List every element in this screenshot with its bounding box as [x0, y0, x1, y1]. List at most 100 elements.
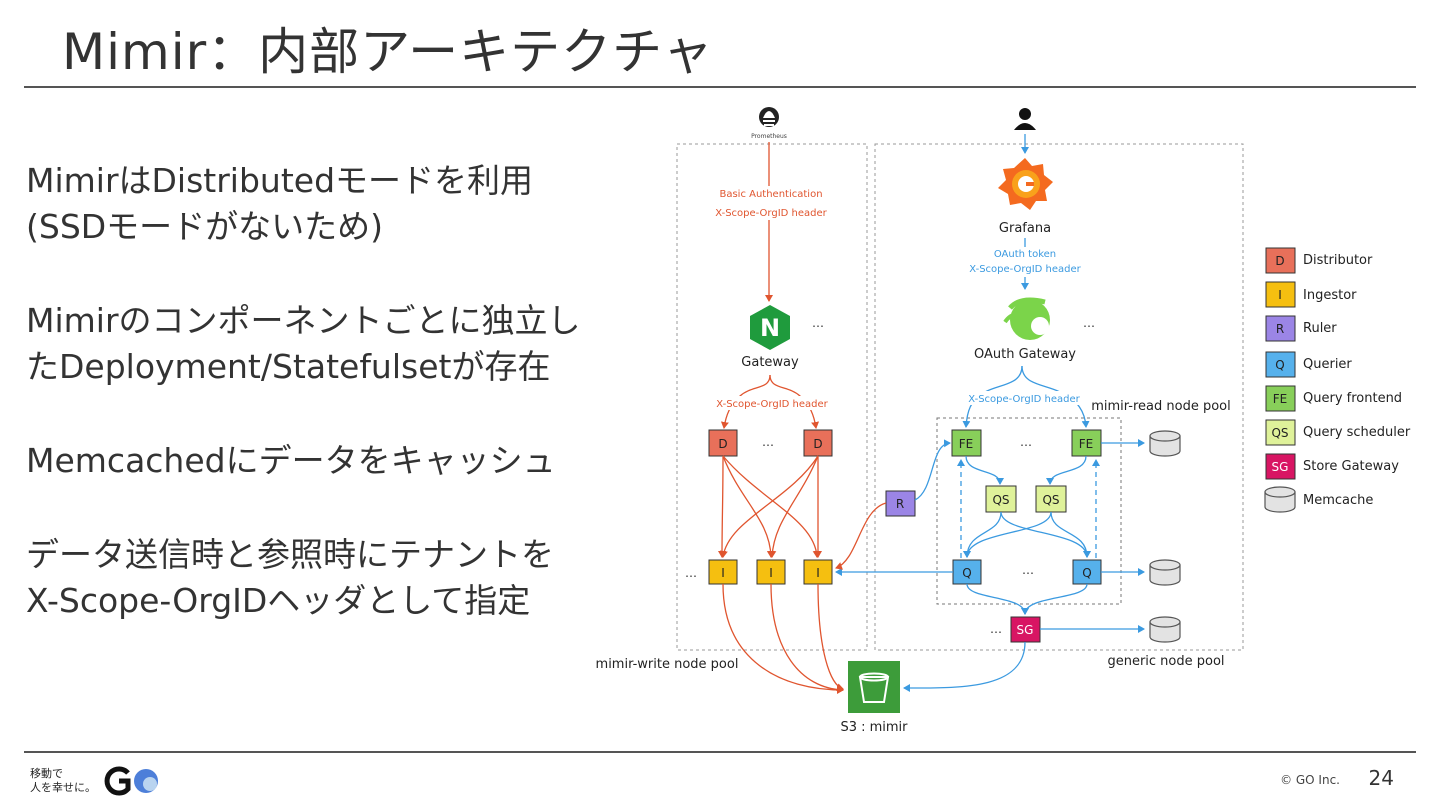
frontend-node-label: FE: [1079, 437, 1093, 451]
legend-label: Ruler: [1303, 321, 1337, 336]
user-icon: [1014, 108, 1036, 130]
bullet-item: MimirはDistributedモードを利用 (SSDモードがないため): [26, 158, 656, 250]
go-logo: 移動で 人を幸せに。: [30, 764, 164, 798]
s3-label: S3 : mimir: [840, 720, 908, 735]
ruler-node: [885, 490, 916, 517]
store-gateway-node-label: SG: [1017, 623, 1034, 637]
legend-swatch-ruler: [1265, 315, 1296, 342]
legend-label: Query frontend: [1303, 391, 1402, 406]
ingestor-node: [756, 559, 786, 585]
svg-text:D: D: [1275, 254, 1284, 268]
write-edge-label: X-Scope-OrgID header: [715, 208, 827, 219]
legend-label: Querier: [1303, 357, 1352, 372]
s3-bucket-icon: [848, 661, 900, 713]
read-pool-boundary: [936, 417, 1122, 605]
ruler-to-ingestor-edge: [835, 502, 887, 570]
svg-text:R: R: [1276, 322, 1284, 336]
ingestor-node: [708, 559, 738, 585]
scheduler-node-label: QS: [1042, 493, 1059, 507]
ingestor-node: [803, 559, 833, 585]
prometheus-label: Prometheus: [751, 133, 787, 140]
nginx-icon: N: [750, 305, 790, 350]
legend-label: Ingestor: [1303, 288, 1357, 303]
footer-divider: [24, 751, 1416, 753]
page-title: Mimir：内部アーキテクチャ: [62, 23, 714, 81]
oauth-gateway-label: OAuth Gateway: [974, 347, 1076, 362]
bullet-line: X-Scope-OrgIDヘッダとして指定: [26, 581, 531, 620]
memcache-icon: [1149, 616, 1181, 643]
svg-text:I: I: [1278, 288, 1282, 302]
ruler-node-label: R: [896, 497, 904, 511]
legend-swatch-scheduler: [1265, 419, 1296, 446]
legend-label: Query scheduler: [1303, 425, 1411, 440]
bullet-item: データ送信時と参照時にテナントを X-Scope-OrgIDヘッダとして指定: [26, 532, 656, 624]
read-edge-label: X-Scope-OrgID header: [969, 264, 1081, 275]
generic-pool-label: generic node pool: [1107, 654, 1224, 669]
distributor-node-label: D: [813, 437, 822, 451]
scheduler-to-querier-edges: [963, 511, 1091, 558]
bullet-line: MimirはDistributedモードを利用: [26, 161, 534, 200]
memcache-icon: [1149, 559, 1181, 586]
oauth-out-label: X-Scope-OrgID header: [968, 394, 1080, 405]
querier-to-store-gateway-edges: [966, 583, 1088, 615]
ingestor-to-s3-edges: [722, 583, 844, 694]
legend-swatch-store-gateway: [1265, 453, 1296, 480]
ellipsis: …: [812, 316, 824, 330]
ellipsis: …: [685, 566, 697, 580]
bullet-item: Mimirのコンポーネントごとに独立し たDeployment/Stateful…: [26, 298, 656, 390]
querier-node-label: Q: [962, 566, 971, 580]
legend-swatch-querier: [1265, 351, 1296, 378]
legend-swatch-ingestor: [1265, 281, 1296, 308]
ingestor-node-label: I: [721, 566, 725, 580]
memcache-icon: [1149, 430, 1181, 457]
read-pool-label: mimir-read node pool: [1091, 399, 1231, 414]
grafana-label: Grafana: [999, 221, 1051, 236]
ellipsis: …: [1020, 435, 1032, 449]
svg-text:Q: Q: [1275, 358, 1284, 372]
legend-label: Memcache: [1303, 493, 1373, 508]
read-edge-label: OAuth token: [994, 249, 1056, 260]
legend-swatch-distributor: [1265, 247, 1296, 274]
prometheus-icon: [759, 107, 779, 127]
ruler-to-frontend-edge: [914, 439, 951, 501]
distributor-node-label: D: [718, 437, 727, 451]
copyright: © GO Inc.: [1280, 773, 1340, 787]
querier-node-label: Q: [1082, 566, 1091, 580]
go-logo-icon: [104, 766, 158, 796]
legend-memcache-icon: [1264, 486, 1296, 513]
distributor-node: [708, 429, 738, 457]
gateway-out-label: X-Scope-OrgID header: [716, 399, 828, 410]
ellipsis: …: [1022, 563, 1034, 577]
slogan: 移動で 人を幸せに。: [30, 767, 96, 794]
bullet-line: たDeployment/Statefulsetが存在: [26, 347, 551, 386]
frontend-node: [951, 429, 982, 457]
bullet-line: Mimirのコンポーネントごとに独立し: [26, 301, 581, 340]
oauth-gateway-icon: [1003, 297, 1050, 340]
scheduler-node-label: QS: [992, 493, 1009, 507]
frontend-node: [1071, 429, 1102, 457]
svg-text:N: N: [760, 314, 780, 342]
bullet-line: データ送信時と参照時にテナントを: [26, 535, 554, 574]
svg-text:QS: QS: [1271, 426, 1288, 440]
title-divider: [24, 86, 1416, 88]
grafana-icon: [998, 158, 1053, 210]
frontend-to-scheduler-edges: [965, 455, 1087, 485]
scheduler-node: [985, 485, 1017, 513]
svg-text:FE: FE: [1273, 392, 1287, 406]
ingestor-node-label: I: [769, 566, 773, 580]
bullet-item: Memcachedにデータをキャッシュ: [26, 438, 656, 484]
bullet-list: MimirはDistributedモードを利用 (SSDモードがないため) Mi…: [26, 158, 656, 672]
gateway-label: Gateway: [741, 355, 799, 370]
store-gateway-to-s3-edge: [903, 641, 1026, 693]
legend-label: Distributor: [1303, 253, 1373, 268]
legend-label: Store Gateway: [1303, 459, 1399, 474]
bullet-line: Memcachedにデータをキャッシュ: [26, 441, 556, 480]
bullet-line: (SSDモードがないため): [26, 207, 384, 246]
ingestor-node-label: I: [816, 566, 820, 580]
frontend-node-label: FE: [959, 437, 973, 451]
legend-swatch-frontend: [1265, 385, 1296, 412]
ellipsis: …: [1083, 316, 1095, 330]
ellipsis: …: [990, 622, 1002, 636]
svg-text:SG: SG: [1272, 460, 1289, 474]
